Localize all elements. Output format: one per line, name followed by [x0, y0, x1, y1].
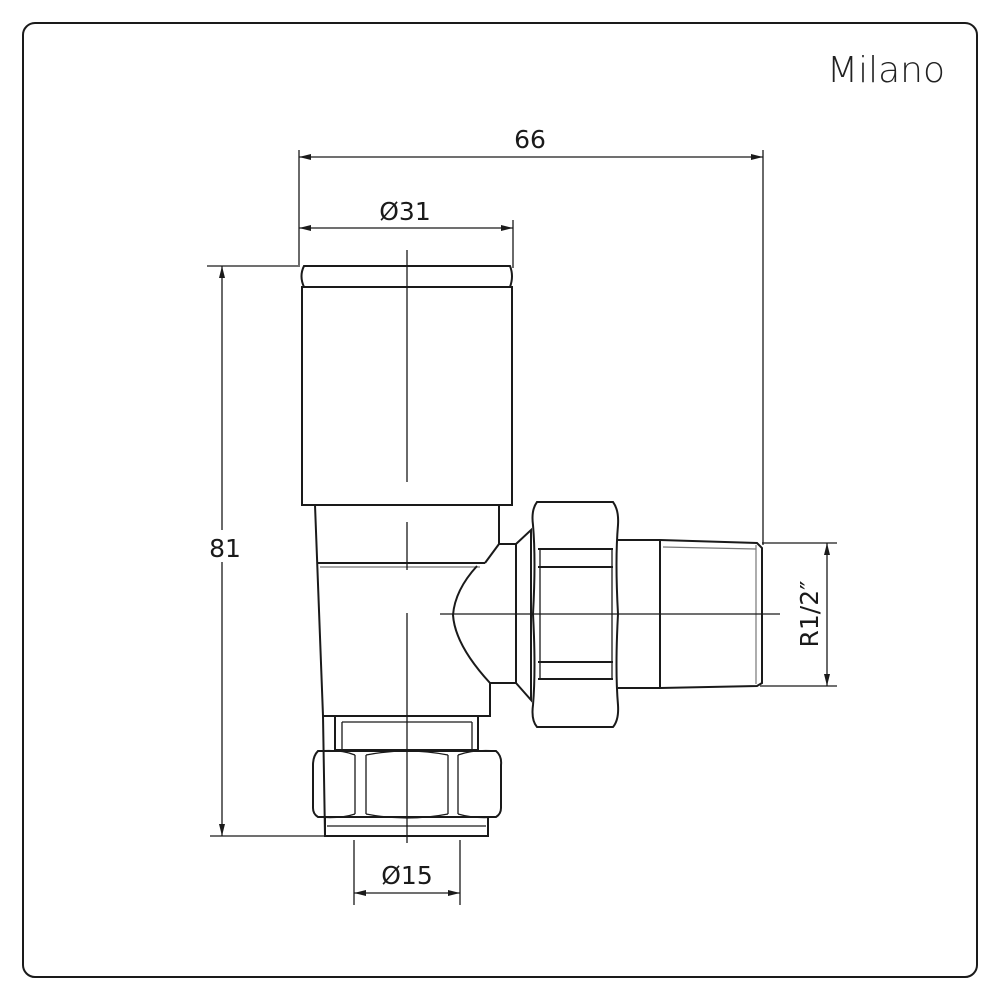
dimension-label: R1/2″ — [795, 581, 824, 648]
dimension-label: Ø15 — [381, 861, 433, 890]
dimension-thread: R1/2″ — [760, 542, 837, 687]
compression-fitting — [312, 715, 503, 837]
dimension-label: 66 — [514, 125, 546, 154]
drawing-frame — [22, 22, 978, 978]
right-union-nut — [531, 501, 620, 728]
dimension-label: 81 — [209, 534, 241, 563]
dimension-pipe-diameter: Ø15 — [353, 840, 461, 905]
dimension-overall-height: 81 — [203, 265, 330, 837]
centerlines — [406, 250, 780, 843]
dimension-label: Ø31 — [379, 197, 431, 226]
brand-logo: Milano — [827, 50, 945, 91]
dimension-cap-diameter: Ø31 — [299, 197, 514, 268]
valve-body — [314, 504, 532, 837]
dimension-overall-width: 66 — [298, 125, 764, 545]
